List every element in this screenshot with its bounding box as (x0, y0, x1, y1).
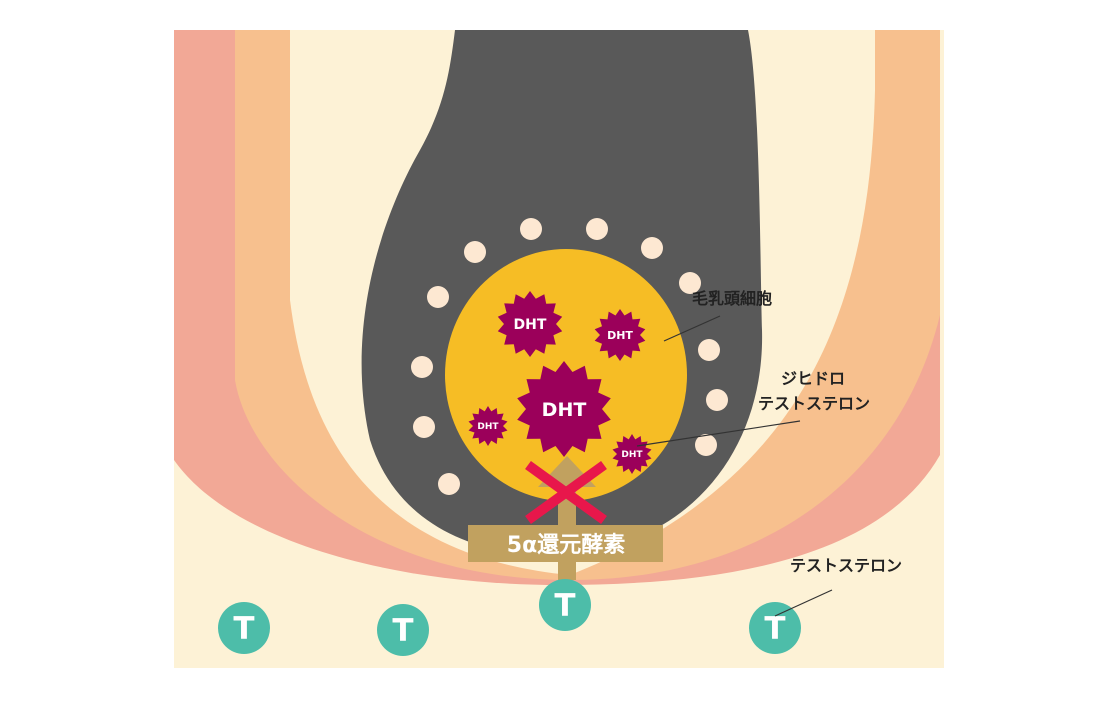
dht-label-line2: テストステロン (758, 394, 870, 413)
dht-label-line1: ジヒドロ (781, 369, 845, 388)
dht-molecule: DHT (612, 434, 652, 474)
testosterone-circle (749, 602, 801, 654)
dht-molecule: DHT (468, 406, 508, 446)
dht-star-icon (594, 309, 646, 361)
testosterone-molecule: T (377, 604, 429, 656)
testosterone-circle (377, 604, 429, 656)
enzyme-box (468, 525, 663, 562)
dht-star-icon (612, 434, 652, 474)
dht-molecule: DHT (517, 361, 611, 457)
dht-molecule: DHT (594, 309, 646, 361)
papilla-label: 毛乳頭細胞 (692, 289, 772, 308)
dht-text: DHT (477, 422, 499, 432)
testosterone-label: テストステロン (790, 556, 902, 575)
dht-text: DHT (542, 399, 587, 421)
testosterone-circle (539, 579, 591, 631)
leader-lines (636, 315, 833, 617)
melanocyte-dots (411, 218, 728, 495)
testosterone-text: T (554, 588, 575, 624)
dht-star-icon (497, 291, 563, 357)
dht-text: DHT (607, 329, 633, 342)
dht-star-icon (517, 361, 611, 457)
dht-molecule: DHT (497, 291, 563, 357)
testosterone-molecule: T (218, 602, 270, 654)
testosterone-molecule: T (749, 602, 801, 654)
dht-text: DHT (514, 317, 547, 333)
dht-text: DHT (621, 450, 643, 460)
testosterone-molecule: T (539, 579, 591, 631)
red-x-icon (525, 460, 607, 525)
testosterone-text: T (764, 611, 785, 647)
testosterone-circle (218, 602, 270, 654)
dht-star-icon (468, 406, 508, 446)
testosterone-text: T (233, 611, 254, 647)
testosterone-text: T (392, 613, 413, 649)
enzyme-label: 5α還元酵素 (507, 532, 625, 558)
